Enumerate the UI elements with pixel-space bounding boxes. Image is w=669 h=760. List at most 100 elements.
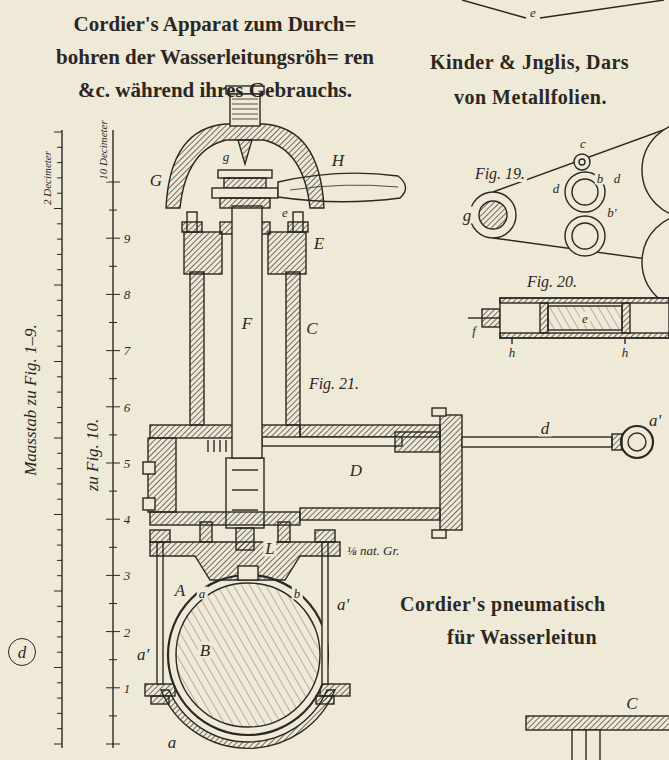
- fig-19-rollers-part: [470, 192, 516, 238]
- fig-20-cylinder-part: [482, 309, 500, 327]
- part-letter: b': [605, 206, 618, 219]
- part-letter: a': [647, 412, 663, 429]
- scale-ticks-part: [106, 575, 120, 576]
- scale-ticks-part: [57, 575, 62, 576]
- scale-ticks-part: [54, 208, 62, 209]
- scale-ticks-part: [57, 698, 62, 699]
- drilling-apparatus-part: [143, 462, 155, 474]
- part-letter: h: [620, 346, 631, 359]
- fig-20-cylinder-part: [548, 306, 622, 330]
- drilling-apparatus-part: [300, 508, 440, 520]
- scale-number: 7: [122, 344, 133, 357]
- scale-number: 8: [122, 288, 133, 301]
- scale-ticks-part: [57, 223, 62, 224]
- scale-ticks-part: [109, 378, 117, 379]
- drilling-apparatus: [143, 86, 653, 748]
- part-letter: a': [135, 646, 151, 663]
- drilling-apparatus-part: [151, 696, 169, 704]
- scale-ticks-part: [109, 491, 117, 492]
- part-letter: b: [595, 172, 606, 185]
- figure-label: Fig. 19.: [473, 166, 527, 182]
- part-letter: L: [263, 540, 276, 557]
- pipe-fragment-part: [585, 730, 586, 760]
- drilling-apparatus-part: [220, 198, 270, 208]
- drilling-apparatus-part: [143, 498, 155, 510]
- part-letter: ⅛ nat. Gr.: [345, 544, 401, 557]
- scale-ticks-part: [54, 667, 62, 668]
- fig-20-cylinder-part: [624, 338, 625, 344]
- scale-ticks-part: [57, 162, 62, 163]
- drilling-apparatus-part: [462, 437, 612, 447]
- scale-number: 4: [122, 513, 133, 526]
- scale-ticks-part: [57, 193, 62, 194]
- title: Cordier's Apparat zum Durch= bohren der …: [56, 8, 374, 107]
- scale-ticks-part: [57, 330, 62, 331]
- drilling-apparatus-part: [288, 222, 308, 232]
- scale-ticks-part: [57, 468, 62, 469]
- scale-ticks-part: [109, 547, 117, 548]
- figure-label: Fig. 20.: [525, 274, 579, 290]
- scale-number: 6: [122, 401, 133, 414]
- fig-19-rollers-part: [579, 159, 585, 165]
- drilling-apparatus-part: [225, 440, 226, 452]
- scale-ticks-part: [57, 499, 62, 500]
- drilling-apparatus-part: [432, 408, 446, 416]
- scale-ticks-part: [57, 636, 62, 637]
- drilling-apparatus-part: [219, 440, 220, 452]
- drilling-apparatus-part: [176, 583, 320, 727]
- drilling-apparatus-part: [315, 530, 335, 542]
- drilling-apparatus-part: [278, 173, 406, 202]
- drilling-apparatus-part: [238, 140, 252, 164]
- fig-19-rollers-part: [572, 223, 598, 249]
- figure-label: Fig. 21.: [307, 376, 361, 392]
- pipe-fragment-part: [572, 730, 600, 760]
- engraving-part: [62, 0, 669, 760]
- scale-ticks-part: [57, 147, 62, 148]
- scale-ticks-part: [57, 560, 62, 561]
- part-letter: a: [166, 734, 179, 751]
- drilling-apparatus-part: [182, 222, 202, 232]
- drilling-apparatus-part: [232, 489, 258, 490]
- drilling-apparatus-part: [238, 566, 258, 580]
- fig-20-cylinder-part: [622, 303, 630, 333]
- scale-ticks-part: [109, 715, 117, 716]
- fig-19-rollers: [470, 122, 669, 310]
- part-letter: C: [304, 320, 319, 337]
- drilling-apparatus-part: [150, 530, 170, 542]
- scale-ticks-part: [109, 659, 117, 660]
- scale-ticks-part: [57, 453, 62, 454]
- fig-19-rollers-part: [479, 201, 507, 229]
- part-letter: A: [173, 582, 187, 599]
- pipe-fragment-part: [526, 716, 669, 730]
- heading: Kinder & Jnglis, Dars: [428, 52, 631, 72]
- part-letter: F: [240, 315, 254, 332]
- scale-ticks-part: [54, 744, 62, 745]
- drilling-apparatus-part: [207, 440, 208, 452]
- drilling-apparatus-part: [268, 232, 306, 274]
- part-letter: e: [580, 312, 590, 325]
- scale-number: 1: [122, 682, 133, 695]
- scale-ticks-part: [57, 239, 62, 240]
- part-letter: b: [292, 587, 303, 600]
- scale-ticks-part: [109, 266, 117, 267]
- drilling-apparatus-part: [218, 170, 272, 178]
- scale-bar: [62, 130, 113, 748]
- scale-ticks-part: [57, 621, 62, 622]
- scale-ticks-part: [57, 682, 62, 683]
- scale-ticks-part: [57, 407, 62, 408]
- fig-19-rollers-part: [565, 216, 605, 256]
- scale-ticks-part: [57, 483, 62, 484]
- circled-letter: d: [8, 638, 36, 666]
- scale-ticks-part: [57, 728, 62, 729]
- part-letter: a': [335, 596, 351, 613]
- drilling-apparatus-part: [432, 530, 446, 538]
- scale-ticks-part: [106, 631, 120, 632]
- drilling-apparatus-part: [262, 437, 402, 446]
- top-right-figure-part: [540, 0, 664, 18]
- drilling-apparatus-part: [236, 528, 254, 550]
- drilling-apparatus-part: [224, 178, 266, 188]
- fig-20-cylinder-part: [500, 298, 669, 303]
- heading: von Metallfolien.: [452, 87, 609, 107]
- fig-20-cylinder-part: [511, 338, 512, 344]
- scale-ticks-part: [109, 322, 117, 323]
